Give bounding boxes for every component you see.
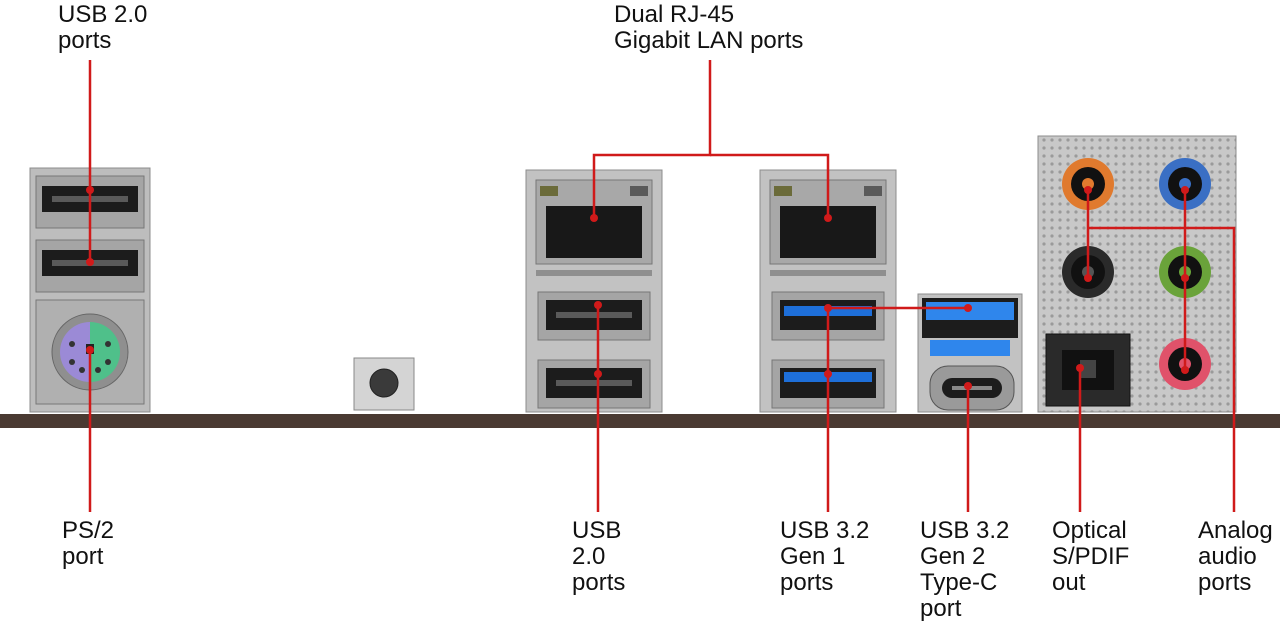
label-line: ports (1198, 569, 1252, 596)
label-line: ports (572, 569, 626, 596)
label-line: port (920, 595, 962, 622)
label-line: USB 3.2 (780, 517, 870, 544)
leader-lines (88, 60, 1236, 512)
label-dual-rj45: Dual RJ-45 Gigabit LAN ports (614, 2, 803, 54)
label-line: 2.0 (572, 543, 606, 570)
label-line: ports (780, 569, 834, 596)
audio-jack-blue (1159, 158, 1211, 210)
label-line: port (62, 543, 104, 570)
label-usb20-top: USB 2.0 ports (58, 2, 147, 54)
label-line: Optical (1052, 517, 1127, 544)
label-line: Gigabit LAN ports (614, 27, 804, 54)
leader-dots (86, 186, 1189, 390)
label-line: Type-C (920, 569, 998, 596)
label-analog-audio: Analog audio ports (1198, 518, 1273, 596)
optical-spdif-port (1045, 333, 1131, 407)
cmos-button (353, 357, 415, 411)
audio-jack-orange (1062, 158, 1114, 210)
label-line: Gen 2 (920, 543, 986, 570)
usb32-gen2-stack (917, 293, 1023, 413)
label-line: audio (1198, 543, 1257, 570)
label-line: USB 3.2 (920, 517, 1010, 544)
lan1-usb20-stack (525, 169, 663, 413)
label-line: S/PDIF (1052, 543, 1130, 570)
audio-panel (1037, 135, 1237, 413)
label-line: USB 2.0 (58, 1, 148, 28)
label-line: out (1052, 569, 1086, 596)
label-usb32-gen1: USB 3.2 Gen 1 ports (780, 518, 869, 596)
label-usb32-gen2: USB 3.2 Gen 2 Type-C port (920, 518, 1009, 622)
label-line: Gen 1 (780, 543, 846, 570)
label-line: PS/2 (62, 517, 115, 544)
label-line: Dual RJ-45 (614, 1, 735, 28)
label-line: Analog (1198, 517, 1273, 544)
label-optical-spdif: Optical S/PDIF out (1052, 518, 1129, 596)
label-line: USB (572, 517, 622, 544)
board-edge (0, 414, 1280, 428)
label-ps2: PS/2 port (62, 518, 114, 570)
label-usb20-bottom: USB 2.0 ports (572, 518, 625, 596)
label-line: ports (58, 27, 112, 54)
